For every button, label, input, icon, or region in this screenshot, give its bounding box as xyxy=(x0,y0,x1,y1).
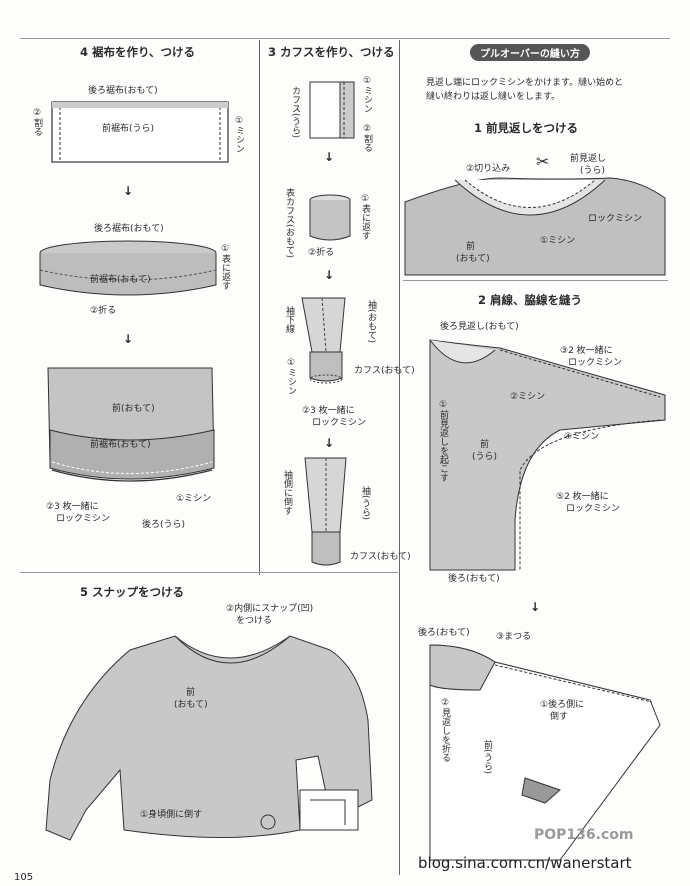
label-front: (おもて) xyxy=(174,700,208,710)
label-cuff: カフス(おもて) xyxy=(354,366,415,376)
label-sew: ①ミシン xyxy=(234,116,244,153)
label-sleeve: 袖(おもて) xyxy=(366,300,376,344)
label-split: ②割る xyxy=(32,108,42,136)
label-back: 後ろ(おもて) xyxy=(418,628,470,638)
label-back-hem-band: 後ろ裾布(おもて) xyxy=(88,86,158,96)
label-cuff: カフス(おもて) xyxy=(350,552,411,562)
step-2-title: 2 肩線、脇線を縫う xyxy=(478,293,583,307)
label-fold: ②折る xyxy=(90,306,117,316)
label-sew: ①ミシン xyxy=(362,76,372,113)
watermark: POP136.com xyxy=(534,827,634,843)
label-sew: ②ミシン xyxy=(510,392,546,402)
label-press-to-body: ①身頃側に倒す xyxy=(140,810,203,820)
label-split: ②割る xyxy=(362,124,372,152)
label-sew: ①ミシン xyxy=(176,494,212,504)
label-front-facing: (うら) xyxy=(580,166,606,176)
label-press-to-sleeve: 袖側に倒す xyxy=(282,470,292,515)
label-snap: ②内側にスナップ(凹) xyxy=(226,604,314,614)
label-overlock: ②3 枚一緒に xyxy=(302,406,355,416)
label-sew: ①ミシン xyxy=(286,358,296,395)
label-press-back: ①後ろ側に xyxy=(540,700,585,710)
label-snap: をつける xyxy=(236,616,273,626)
label-overlock: ②3 枚一緒に xyxy=(46,502,99,512)
label-turn-out: ①表に返す xyxy=(360,194,370,240)
page-number: 105 xyxy=(14,872,34,883)
label-overlock: ロックミシン xyxy=(568,358,623,368)
label-back-hem-band: 後ろ裾布(おもて) xyxy=(94,224,164,234)
label-front: 前(おもて) xyxy=(112,404,155,414)
blog-url: blog.sina.com.cn/wanerstart xyxy=(418,854,632,872)
label-overlock: ロックミシン xyxy=(588,214,643,224)
section-rule xyxy=(20,572,398,573)
label-overlock: ③2 枚一緒に xyxy=(560,346,613,356)
label-sew: ①ミシン xyxy=(540,236,576,246)
label-back: 後ろ(うら) xyxy=(142,520,186,530)
label-front: 前(うら) xyxy=(482,740,492,775)
label-front-facing: 前見返し xyxy=(570,154,607,164)
label-raise-facing: ①前見返しを起こす xyxy=(438,400,448,482)
label-front-hem-band: 前裾布(うら) xyxy=(102,124,155,134)
top-rule xyxy=(20,38,670,39)
pullover-badge: プルオーバーの縫い方 xyxy=(470,44,590,61)
label-front-hem-band: 前裾布(おもて) xyxy=(90,440,151,450)
arrow-down: ↓ xyxy=(324,436,335,450)
label-underarm-seam: 袖下線 xyxy=(284,306,294,333)
label-front: (おもて) xyxy=(456,254,490,264)
label-outer-cuff: 表カフス(おもて) xyxy=(284,188,294,259)
label-slipstitch: ③まつる xyxy=(496,632,532,642)
label-cuff: カフス(うら) xyxy=(290,86,300,139)
section-5-title: 5 スナップをつける xyxy=(80,585,185,599)
arrow-down: ↓ xyxy=(123,184,134,198)
label-front-hem-band: 前裾布(おもて) xyxy=(90,275,151,285)
label-overlock: ⑤2 枚一緒に xyxy=(556,492,609,502)
arrow-down: ↓ xyxy=(324,150,335,164)
label-turn-out: ①表に返す xyxy=(220,244,230,290)
label-front: (うら) xyxy=(472,452,498,462)
step-1-title: 1 前見返しをつける xyxy=(474,121,579,135)
column-divider xyxy=(399,40,400,875)
section-rule xyxy=(403,280,668,281)
arrow-down: ↓ xyxy=(530,600,541,614)
intro-text: 見返し端にロックミシンをかけます。縫い始めと xyxy=(426,78,624,88)
label-front: 前 xyxy=(466,242,476,252)
label-overlock: ロックミシン xyxy=(566,504,621,514)
label-sew: ④ミシン xyxy=(564,432,600,442)
label-sleeve: 袖(うら) xyxy=(360,486,370,521)
label-notch: ②切り込み xyxy=(466,164,511,174)
column-divider xyxy=(259,40,260,575)
scissors-icon: ✂ xyxy=(536,152,550,171)
label-front: 前 xyxy=(186,688,196,698)
label-overlock: ロックミシン xyxy=(56,514,111,524)
label-back: 後ろ(おもて) xyxy=(448,574,500,584)
section-4-title: 4 裾布を作り、つける xyxy=(80,45,196,59)
label-overlock: ロックミシン xyxy=(312,418,367,428)
arrow-down: ↓ xyxy=(324,268,335,282)
label-fold: ②折る xyxy=(308,248,335,258)
arrow-down: ↓ xyxy=(123,332,134,346)
label-press-back: 倒す xyxy=(550,712,569,722)
intro-text: 縫い終わりは返し縫いをします。 xyxy=(426,92,561,102)
label-front: 前 xyxy=(480,440,490,450)
label-fold-facing: ②見返しを折る xyxy=(440,698,450,762)
label-back-facing: 後ろ見返し(おもて) xyxy=(440,322,519,332)
section-3-title: 3 カフスを作り、つける xyxy=(268,45,395,59)
